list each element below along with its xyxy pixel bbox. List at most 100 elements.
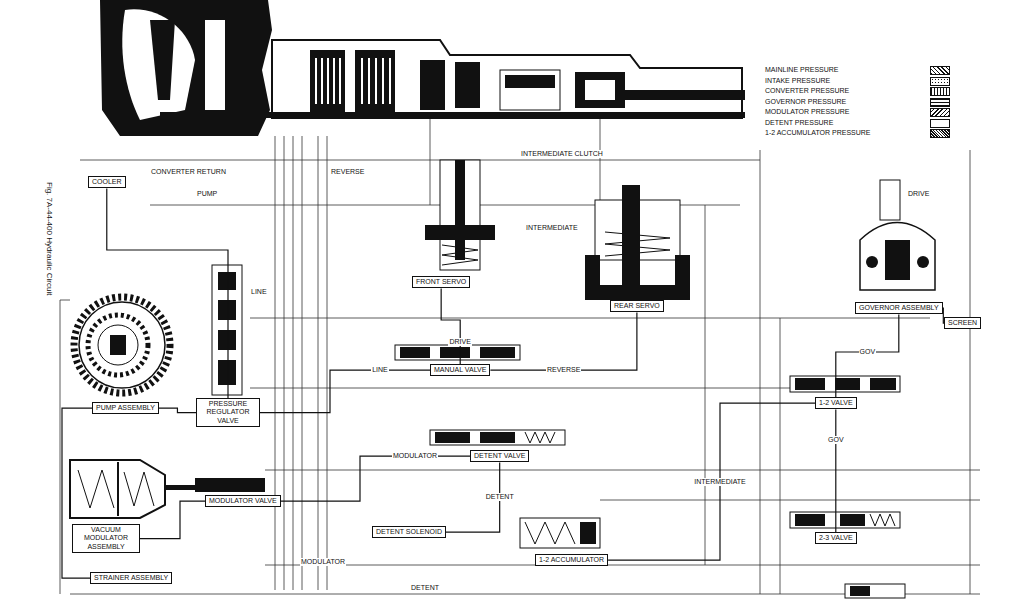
legend-swatch: [930, 108, 950, 117]
transmission-section: [389, 58, 391, 104]
legend-swatch: [930, 77, 950, 86]
line-label: MODULATOR: [392, 452, 438, 460]
valve-spools: [195, 345, 905, 598]
component-box: 2-3 VALVE: [815, 532, 857, 544]
legend-swatch: [930, 119, 950, 128]
component-box: 1-2 ACCUMULATOR: [535, 554, 608, 566]
line-label: INTERMEDIATE: [693, 478, 747, 486]
component-label: MANUAL VALVE: [434, 366, 486, 374]
figure-caption: Fig. 7A-44-400 Hydraulic Circuit: [44, 182, 54, 295]
component-label: PRESSURE REGULATOR VALVE: [200, 400, 256, 425]
component-box: COOLER: [88, 176, 126, 188]
legend-row: DETENT PRESSURE: [765, 119, 950, 128]
fluid-passages: [705, 205, 706, 565]
line-label: PUMP: [196, 190, 218, 198]
front-servo-drawing: [425, 225, 495, 240]
transmission-section: [420, 60, 445, 110]
fluid-passages: [293, 136, 294, 590]
fluid-passages: [970, 150, 971, 594]
line-label: REVERSE: [330, 168, 365, 176]
legend-text: CONVERTER PRESSURE: [765, 87, 849, 95]
component-label: DETENT VALVE: [474, 452, 525, 460]
legend-row: CONVERTER PRESSURE: [765, 87, 950, 96]
fluid-passages: [284, 136, 285, 590]
transmission-section: [339, 58, 341, 104]
legend-row: INTAKE PRESSURE: [765, 77, 950, 86]
legend-text: GOVERNOR PRESSURE: [765, 98, 846, 106]
valve-spools: [480, 432, 515, 443]
component-label: COOLER: [92, 178, 122, 186]
transmission-section: [272, 40, 742, 118]
hydraulic-line: [140, 501, 205, 538]
vacuum-modulator-drawing: [70, 460, 195, 518]
valve-spools: [430, 430, 565, 445]
fluid-passages: [760, 150, 761, 594]
component-label: FRONT SERVO: [416, 278, 466, 286]
valve-spools: [520, 518, 600, 548]
fluid-passages: [600, 118, 601, 205]
component-label: REAR SERVO: [614, 302, 660, 310]
governor-drawing: [860, 223, 935, 291]
component-label: 2-3 VALVE: [819, 534, 853, 542]
component-box: MANUAL VALVE: [430, 364, 490, 376]
component-label: DETENT SOLENOID: [376, 528, 442, 536]
valve-spools: [850, 586, 870, 596]
hydraulic-line: [490, 312, 637, 370]
pump-gear: [88, 315, 148, 375]
fluid-passages: [70, 594, 980, 595]
fluid-passages: [60, 300, 61, 594]
valve-spools: [870, 514, 895, 526]
component-label: MODULATOR VALVE: [209, 497, 277, 505]
legend-row: GOVERNOR PRESSURE: [765, 98, 950, 107]
hydraulic-line: [260, 370, 430, 412]
component-box: STRAINER ASSEMBLY: [90, 572, 172, 584]
governor-drawing: [880, 180, 900, 220]
fluid-passages: [250, 318, 930, 319]
transmission-section: [355, 50, 395, 112]
transmission-section: [333, 58, 335, 104]
component-label: PUMP ASSEMBLY: [96, 404, 155, 412]
valve-spools: [840, 514, 865, 526]
transmission-section: [321, 58, 323, 104]
regulator-valve-drawing: [218, 330, 236, 350]
vacuum-modulator-drawing: [117, 462, 119, 516]
line-label: CONVERTER RETURN: [150, 168, 227, 176]
component-label: GOVERNOR ASSEMBLY: [859, 304, 939, 312]
valve-spools: [195, 478, 265, 492]
regulator-valve-drawing: [218, 360, 236, 385]
fluid-passages: [265, 565, 980, 566]
line-label: DRIVE: [448, 338, 471, 346]
component-box: VACUUM MODULATOR ASSEMBLY: [72, 524, 140, 553]
hydraulic-line: [608, 403, 815, 560]
fluid-passages: [430, 118, 431, 205]
hydraulic-line: [836, 314, 899, 397]
pump-gear: [74, 297, 170, 393]
transmission-section: [575, 72, 625, 108]
legend-text: INTAKE PRESSURE: [765, 77, 830, 85]
legend-row: MAINLINE PRESSURE: [765, 66, 950, 75]
line-label: GOV: [827, 436, 845, 444]
line-label: DETENT: [485, 493, 515, 501]
legend-swatch: [930, 87, 950, 96]
fluid-passages: [780, 318, 781, 594]
valve-spools: [790, 376, 900, 392]
valve-spools: [845, 584, 905, 598]
pump-gear: [110, 335, 126, 355]
regulator-valve-drawing: [212, 265, 242, 395]
valve-spools: [835, 378, 860, 390]
valve-spools: [525, 522, 575, 544]
valve-spools: [440, 347, 470, 358]
pump-gear: [74, 297, 170, 393]
rear-servo-drawing: [585, 255, 690, 300]
transmission-section: [327, 58, 329, 104]
transmission-section: [368, 58, 370, 104]
valve-spools: [525, 432, 555, 443]
legend-swatch: [930, 98, 950, 107]
component-label: STRAINER ASSEMBLY: [94, 574, 168, 582]
component-box: 1-2 VALVE: [815, 397, 857, 409]
transmission-section: [310, 50, 345, 112]
transmission-section: [455, 62, 480, 108]
fluid-passages: [265, 470, 980, 471]
line-label: INTERMEDIATE CLUTCH: [520, 150, 604, 158]
vacuum-modulator-drawing: [165, 485, 195, 490]
